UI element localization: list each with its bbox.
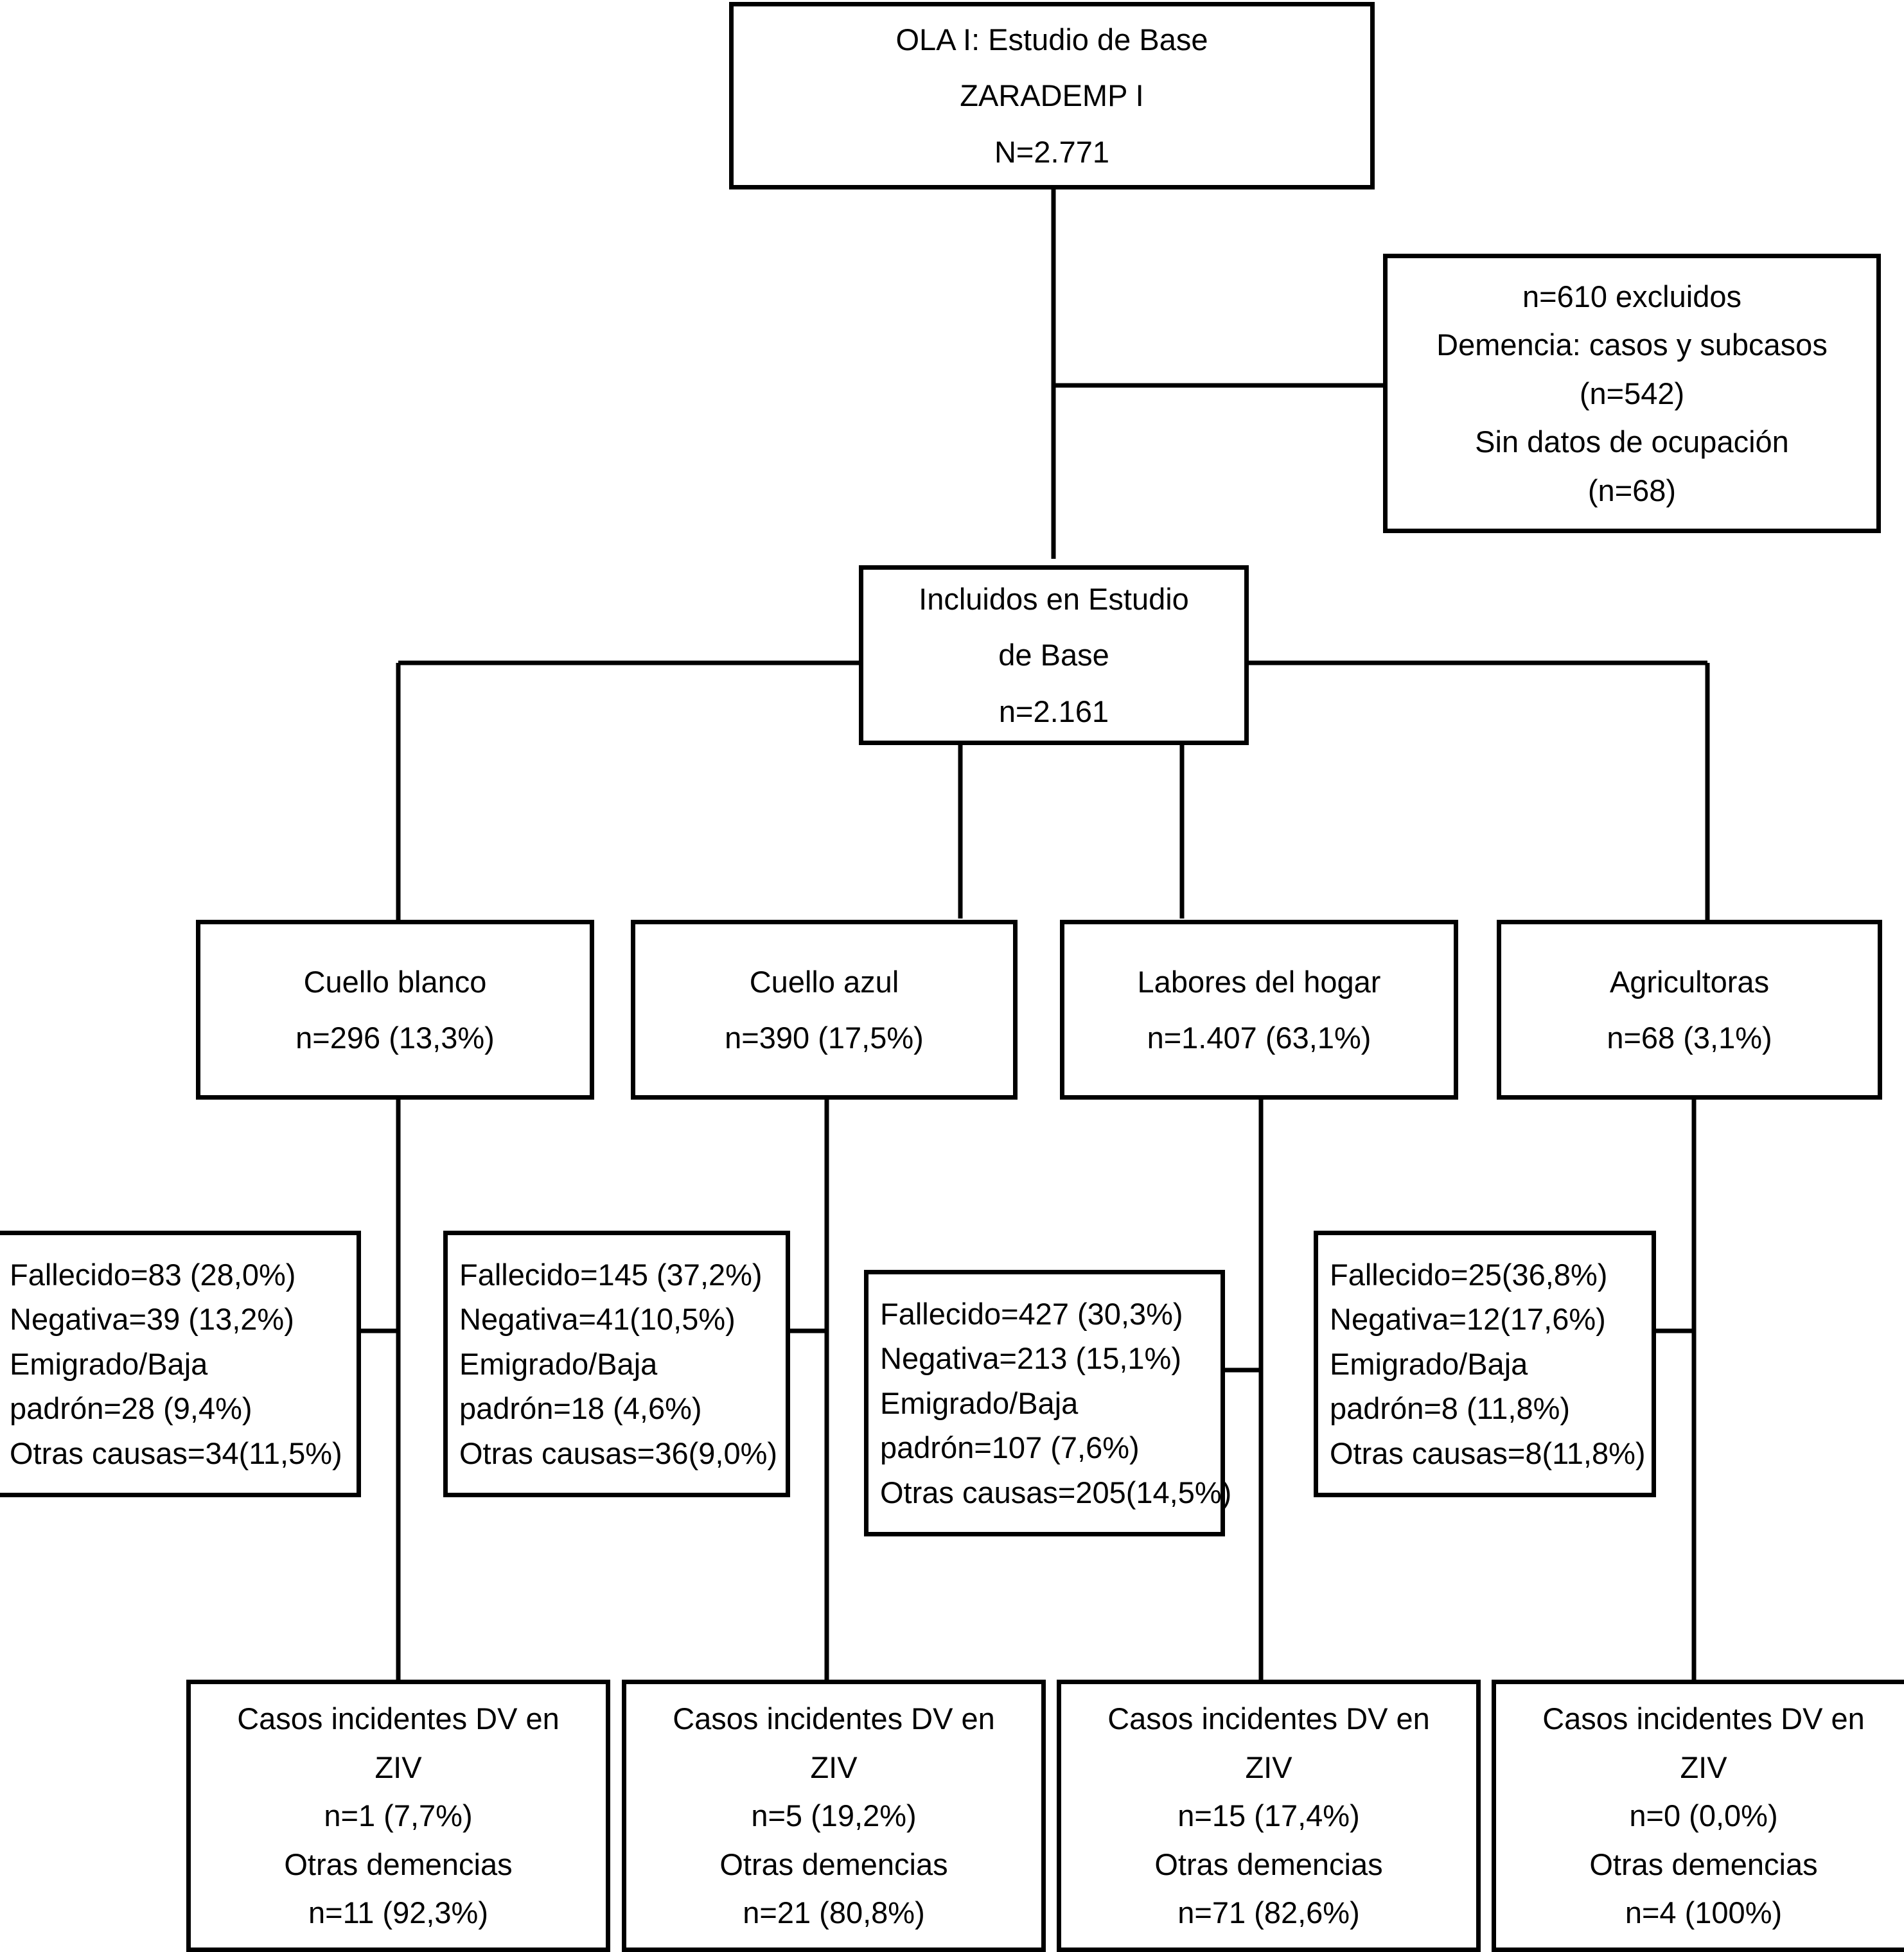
- excluded-line-3: (n=542): [1579, 376, 1685, 410]
- outcome-blue-title-2: ZIV: [810, 1750, 858, 1784]
- outcome-white-title-2: ZIV: [375, 1750, 422, 1784]
- outcome-farm-other-label: Otras demencias: [1589, 1847, 1818, 1881]
- loss-farm-emigrado: Emigrado/Baja: [1330, 1346, 1528, 1381]
- outcome-home-dv: n=15 (17,4%): [1177, 1798, 1360, 1833]
- loss-home-padron: padrón=107 (7,6%): [880, 1430, 1140, 1465]
- loss-white-otras: Otras causas=34(11,5%): [10, 1436, 342, 1470]
- loss-blue-emigrado: Emigrado/Baja: [459, 1346, 658, 1381]
- outcome-blue-other-label: Otras demencias: [719, 1847, 948, 1881]
- baseline-line-3: N=2.771: [994, 134, 1109, 169]
- loss-blue-otras: Otras causas=36(9,0%): [459, 1436, 778, 1470]
- group-homemakers-count: n=1.407 (63,1%): [1147, 1021, 1371, 1055]
- outcome-white-title-1: Casos incidentes DV en: [237, 1701, 560, 1736]
- loss-white-padron: padrón=28 (9,4%): [10, 1391, 252, 1426]
- loss-farm-fallecido: Fallecido=25(36,8%): [1330, 1257, 1608, 1292]
- excluded-line-1: n=610 excluidos: [1522, 279, 1741, 313]
- excluded-line-2: Demencia: casos y subcasos: [1436, 328, 1828, 362]
- outcome-home-title-2: ZIV: [1245, 1750, 1292, 1784]
- group-farmers-count: n=68 (3,1%): [1607, 1021, 1772, 1055]
- loss-farm-negativa: Negativa=12(17,6%): [1330, 1302, 1606, 1337]
- loss-home-fallecido: Fallecido=427 (30,3%): [880, 1296, 1183, 1331]
- outcome-blue-title-1: Casos incidentes DV en: [673, 1701, 995, 1736]
- baseline-line-1: OLA I: Estudio de Base: [895, 22, 1208, 57]
- loss-white-negativa: Negativa=39 (13,2%): [10, 1302, 294, 1337]
- node-loss-farmers: Fallecido=25(36,8%) Negativa=12(17,6%) E…: [1314, 1231, 1656, 1497]
- outcome-white-other-label: Otras demencias: [284, 1847, 513, 1881]
- loss-farm-otras: Otras causas=8(11,8%): [1330, 1436, 1646, 1470]
- group-blue-collar-name: Cuello azul: [749, 964, 899, 999]
- node-group-white-collar: Cuello blanco n=296 (13,3%): [196, 920, 594, 1100]
- loss-home-negativa: Negativa=213 (15,1%): [880, 1341, 1181, 1376]
- node-baseline-study: OLA I: Estudio de Base ZARADEMP I N=2.77…: [729, 2, 1375, 189]
- node-outcome-homemakers: Casos incidentes DV en ZIV n=15 (17,4%) …: [1057, 1680, 1481, 1952]
- loss-farm-padron: padrón=8 (11,8%): [1330, 1391, 1571, 1426]
- baseline-line-2: ZARADEMP I: [960, 78, 1144, 113]
- outcome-farm-title-2: ZIV: [1680, 1750, 1727, 1784]
- group-farmers-name: Agricultoras: [1609, 964, 1770, 999]
- outcome-home-other: n=71 (82,6%): [1177, 1895, 1360, 1930]
- outcome-farm-title-1: Casos incidentes DV en: [1542, 1701, 1865, 1736]
- node-loss-white-collar: Fallecido=83 (28,0%) Negativa=39 (13,2%)…: [0, 1231, 361, 1497]
- node-excluded: n=610 excluidos Demencia: casos y subcas…: [1383, 254, 1881, 533]
- node-group-farmers: Agricultoras n=68 (3,1%): [1497, 920, 1882, 1100]
- outcome-home-other-label: Otras demencias: [1154, 1847, 1383, 1881]
- loss-home-emigrado: Emigrado/Baja: [880, 1385, 1079, 1420]
- outcome-blue-dv: n=5 (19,2%): [751, 1798, 917, 1833]
- group-white-collar-name: Cuello blanco: [303, 964, 487, 999]
- group-blue-collar-count: n=390 (17,5%): [725, 1021, 924, 1055]
- loss-blue-fallecido: Fallecido=145 (37,2%): [459, 1257, 762, 1292]
- node-loss-homemakers: Fallecido=427 (30,3%) Negativa=213 (15,1…: [864, 1270, 1231, 1536]
- excluded-line-5: (n=68): [1587, 473, 1677, 507]
- node-outcome-blue-collar: Casos incidentes DV en ZIV n=5 (19,2%) O…: [622, 1680, 1046, 1952]
- node-group-blue-collar: Cuello azul n=390 (17,5%): [631, 920, 1018, 1100]
- node-included: Incluidos en Estudio de Base n=2.161: [859, 565, 1249, 745]
- loss-blue-padron: padrón=18 (4,6%): [459, 1391, 702, 1426]
- outcome-farm-other: n=4 (100%): [1625, 1895, 1783, 1930]
- included-line-3: n=2.161: [998, 694, 1109, 728]
- group-homemakers-name: Labores del hogar: [1137, 964, 1381, 999]
- group-white-collar-count: n=296 (13,3%): [295, 1021, 495, 1055]
- node-outcome-farmers: Casos incidentes DV en ZIV n=0 (0,0%) Ot…: [1492, 1680, 1904, 1952]
- outcome-white-dv: n=1 (7,7%): [324, 1798, 473, 1833]
- loss-blue-negativa: Negativa=41(10,5%): [459, 1302, 736, 1337]
- outcome-home-title-1: Casos incidentes DV en: [1107, 1701, 1430, 1736]
- outcome-farm-dv: n=0 (0,0%): [1629, 1798, 1778, 1833]
- included-line-1: Incluidos en Estudio: [919, 581, 1189, 616]
- included-line-2: de Base: [998, 638, 1109, 673]
- outcome-white-other: n=11 (92,3%): [308, 1895, 488, 1930]
- excluded-line-4: Sin datos de ocupación: [1475, 425, 1789, 459]
- node-group-homemakers: Labores del hogar n=1.407 (63,1%): [1060, 920, 1458, 1100]
- node-outcome-white-collar: Casos incidentes DV en ZIV n=1 (7,7%) Ot…: [186, 1680, 610, 1952]
- outcome-blue-other: n=21 (80,8%): [743, 1895, 925, 1930]
- loss-white-emigrado: Emigrado/Baja: [10, 1346, 208, 1381]
- node-loss-blue-collar: Fallecido=145 (37,2%) Negativa=41(10,5%)…: [443, 1231, 790, 1497]
- loss-home-otras: Otras causas=205(14,5%): [880, 1475, 1232, 1509]
- loss-white-fallecido: Fallecido=83 (28,0%): [10, 1257, 296, 1292]
